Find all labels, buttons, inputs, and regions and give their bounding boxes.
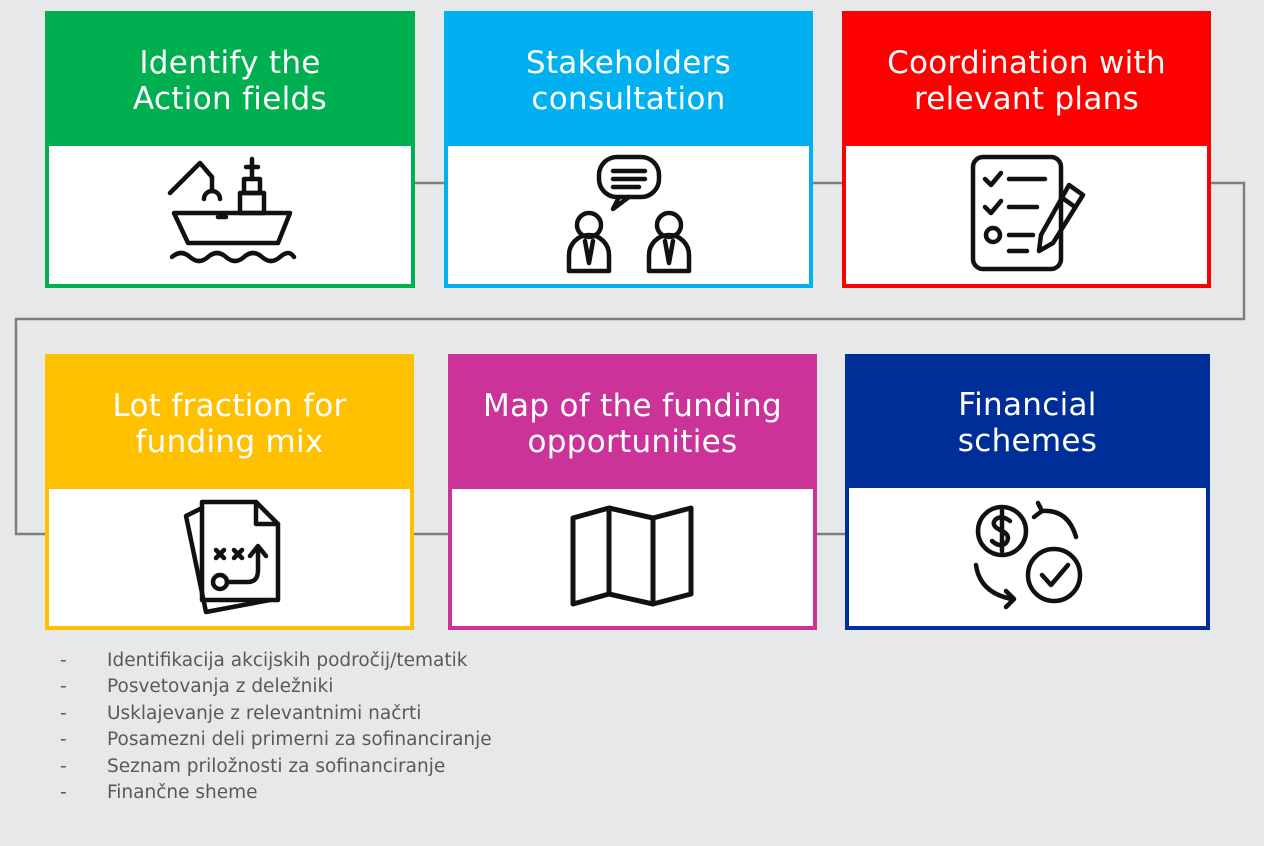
step-card-identify-action-fields: Identify the Action fields bbox=[45, 11, 415, 288]
list-dash: - bbox=[60, 755, 67, 777]
step-icon-area bbox=[49, 489, 410, 624]
step-card-lot-fraction: Lot fraction for funding mix bbox=[45, 354, 414, 630]
list-dash: - bbox=[60, 729, 67, 751]
list-item-text: Seznam priložnosti za sofinanciranje bbox=[107, 755, 446, 777]
step-title: Lot fraction for funding mix bbox=[49, 358, 410, 489]
step-icon-area bbox=[49, 146, 411, 281]
step-title: Coordination with relevant plans bbox=[846, 15, 1207, 146]
step-card-coordination-plans: Coordination with relevant plans bbox=[842, 11, 1211, 288]
list-item: - Posvetovanja z deležniki bbox=[60, 674, 492, 700]
step-icon-area bbox=[846, 146, 1207, 281]
ship-crane-icon bbox=[167, 156, 297, 264]
stakeholders-meeting-icon bbox=[566, 154, 691, 274]
list-item-text: Usklajevanje z relevantnimi načrti bbox=[107, 702, 422, 724]
strategy-plan-icon bbox=[183, 499, 280, 615]
list-dash: - bbox=[60, 702, 67, 724]
list-dash: - bbox=[60, 650, 67, 671]
step-icon-area bbox=[448, 146, 809, 281]
checklist-pencil-icon bbox=[970, 154, 1085, 272]
list-dash: - bbox=[60, 676, 67, 698]
step-title: Stakeholders consultation bbox=[448, 15, 809, 146]
step-icon-area bbox=[849, 488, 1206, 623]
notes-list: - Identifikacija akcijskih področij/temat… bbox=[60, 648, 492, 806]
list-item-text: Identifikacija akcijskih področij/temati… bbox=[107, 650, 468, 671]
step-icon-area bbox=[452, 489, 813, 624]
list-item: - Seznam priložnosti za sofinanciranje bbox=[60, 754, 492, 780]
list-item: - Finančne sheme bbox=[60, 780, 492, 806]
list-item-text: Finančne sheme bbox=[107, 782, 258, 804]
folded-map-icon bbox=[570, 505, 693, 607]
list-item: - Posamezni deli primerni za sofinanciran… bbox=[60, 727, 492, 753]
step-title: Map of the funding opportunities bbox=[452, 358, 813, 489]
list-dash: - bbox=[60, 782, 67, 804]
list-item-text: Posamezni deli primerni za sofinanciranj… bbox=[107, 729, 492, 751]
step-card-funding-map: Map of the funding opportunities bbox=[448, 354, 817, 630]
money-exchange-icon bbox=[973, 500, 1082, 610]
step-title: Identify the Action fields bbox=[49, 15, 411, 146]
list-item: - Identifikacija akcijskih področij/temat… bbox=[60, 648, 492, 674]
step-title: Financial schemes bbox=[849, 358, 1206, 488]
connector-3-4 bbox=[14, 181, 1246, 536]
list-item-text: Posvetovanja z deležniki bbox=[107, 676, 334, 698]
step-card-stakeholders-consultation: Stakeholders consultation bbox=[444, 11, 813, 288]
step-card-financial-schemes: Financial schemes bbox=[845, 354, 1210, 630]
list-item: - Usklajevanje z relevantnimi načrti bbox=[60, 701, 492, 727]
